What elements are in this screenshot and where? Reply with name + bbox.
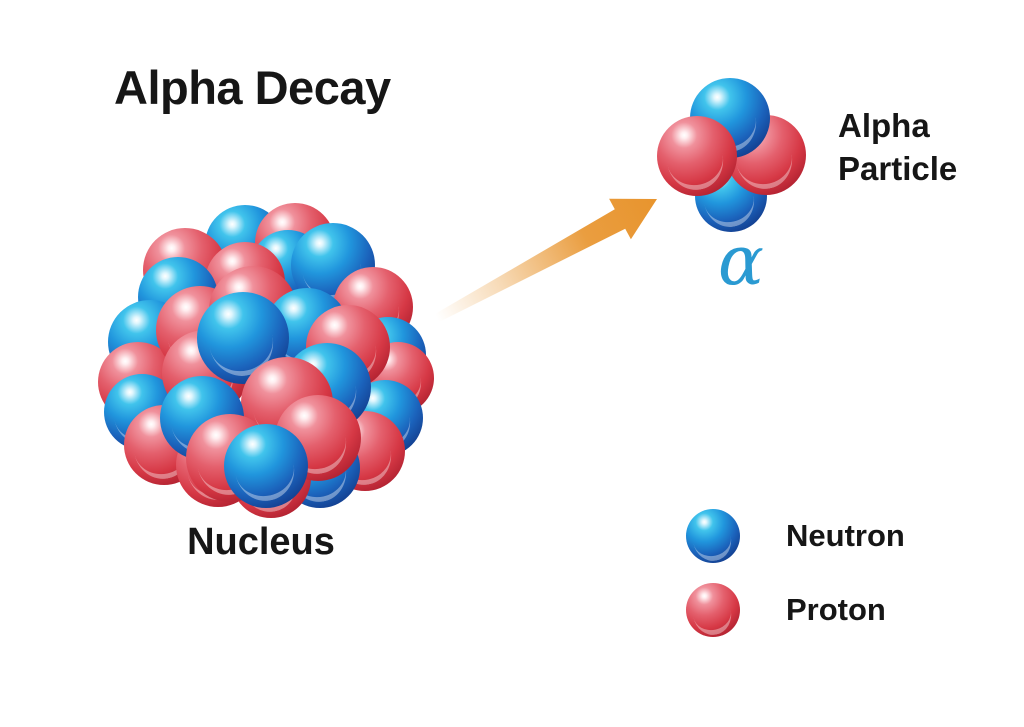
nucleus-label: Nucleus [187, 521, 335, 563]
sphere-shine [688, 514, 735, 564]
alpha-particle-label-line1: Alpha [838, 107, 930, 144]
legend-row-proton: Proton [686, 583, 886, 638]
sphere-shine [688, 588, 735, 638]
legend-row-neutron: Neutron [686, 509, 905, 564]
neutron-sphere-icon [686, 509, 740, 564]
proton-sphere-icon [686, 583, 740, 638]
alpha-symbol: α [718, 222, 764, 301]
decay-arrow [434, 198, 657, 322]
diagram-title: Alpha Decay [114, 61, 391, 114]
legend-label-neutron: Neutron [786, 518, 905, 553]
alpha-particle-label: Alpha Particle [838, 104, 957, 190]
alpha-particle-label-line2: Particle [838, 150, 958, 187]
legend-label-proton: Proton [786, 592, 886, 627]
